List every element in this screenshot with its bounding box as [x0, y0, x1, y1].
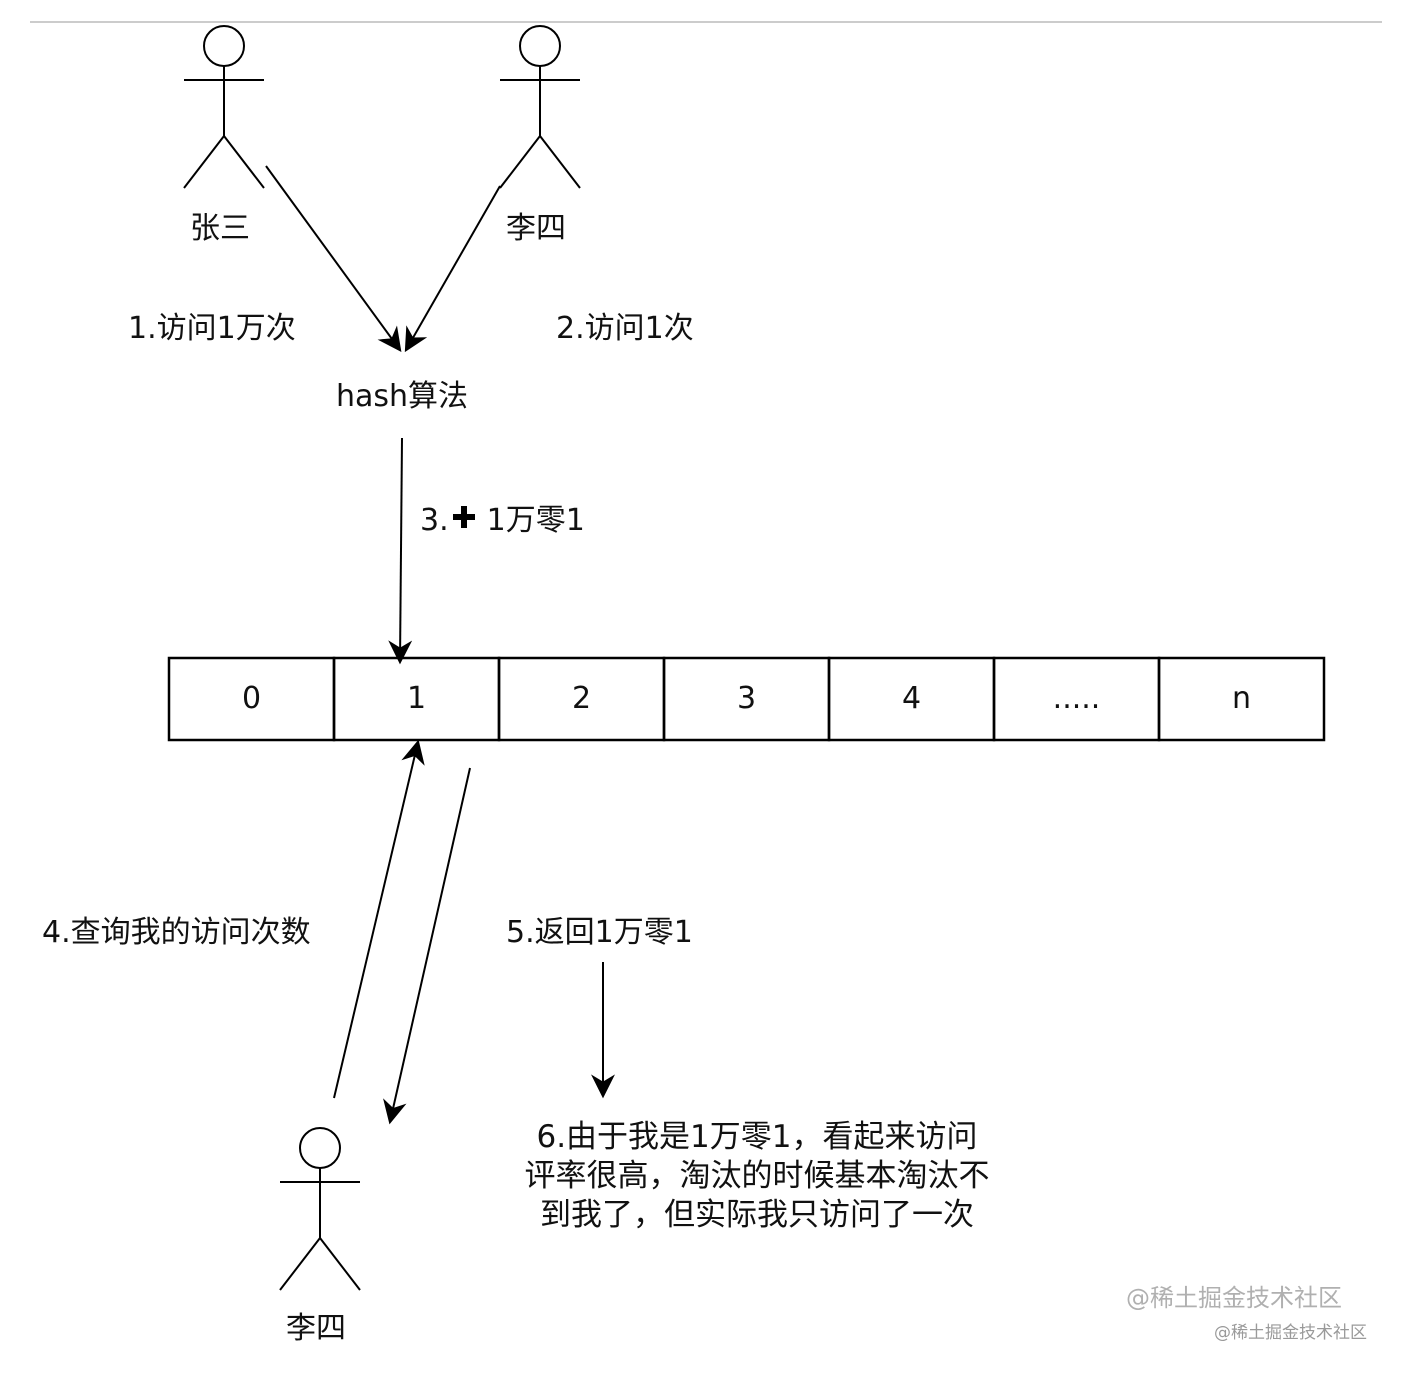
step-5-label: 5.返回1万零1 [506, 915, 693, 950]
array-cell-label: 0 [241, 681, 262, 716]
array-cell-label: n [1231, 681, 1251, 716]
step-4-label: 4.查询我的访问次数 [42, 915, 311, 950]
actor-label-lisi-top: 李四 [506, 211, 566, 246]
step-2-label: 2.访问1次 [556, 311, 694, 346]
array-cell-label: 4 [901, 681, 922, 716]
plus-icon [452, 506, 475, 528]
array-cell-n [1157, 656, 1326, 742]
step-6-note: 6.由于我是1万零1，看起来访问评率很高，淘汰的时候基本淘汰不到我了，但实际我只… [524, 1119, 990, 1233]
array-cell-label: 3 [736, 681, 757, 716]
actor-label-lisi-bottom: 李四 [286, 1311, 346, 1346]
arrow-zhangsan-to-hash [265, 165, 402, 352]
actor-lisi-bottom-icon [279, 1127, 361, 1291]
arrow-query-up [333, 739, 425, 1099]
actor-zhangsan-icon [183, 25, 265, 189]
array-cell-label: ..... [1052, 681, 1101, 716]
step-1-label: 1.访问1万次 [128, 311, 296, 346]
arrow-hash-to-slot [388, 437, 413, 665]
array-cell-label: 2 [571, 681, 592, 716]
arrow-lisi-to-hash [404, 185, 501, 353]
step-3-label: 3. 1万零1 [420, 502, 585, 540]
watermark-large: @稀土掘金技术社区 [1126, 1284, 1342, 1312]
array-slots [167, 656, 1326, 742]
actor-label-zhangsan: 张三 [190, 211, 250, 246]
step-3-value: 1万零1 [486, 503, 585, 538]
actor-lisi-top-icon [499, 25, 581, 189]
watermark-small: @稀土掘金技术社区 [1214, 1323, 1367, 1343]
step-3-prefix: 3. [420, 503, 449, 538]
arrow-return-down [383, 767, 471, 1125]
hash-algorithm-label: hash算法 [336, 379, 469, 414]
array-cell-label: 1 [406, 681, 427, 716]
